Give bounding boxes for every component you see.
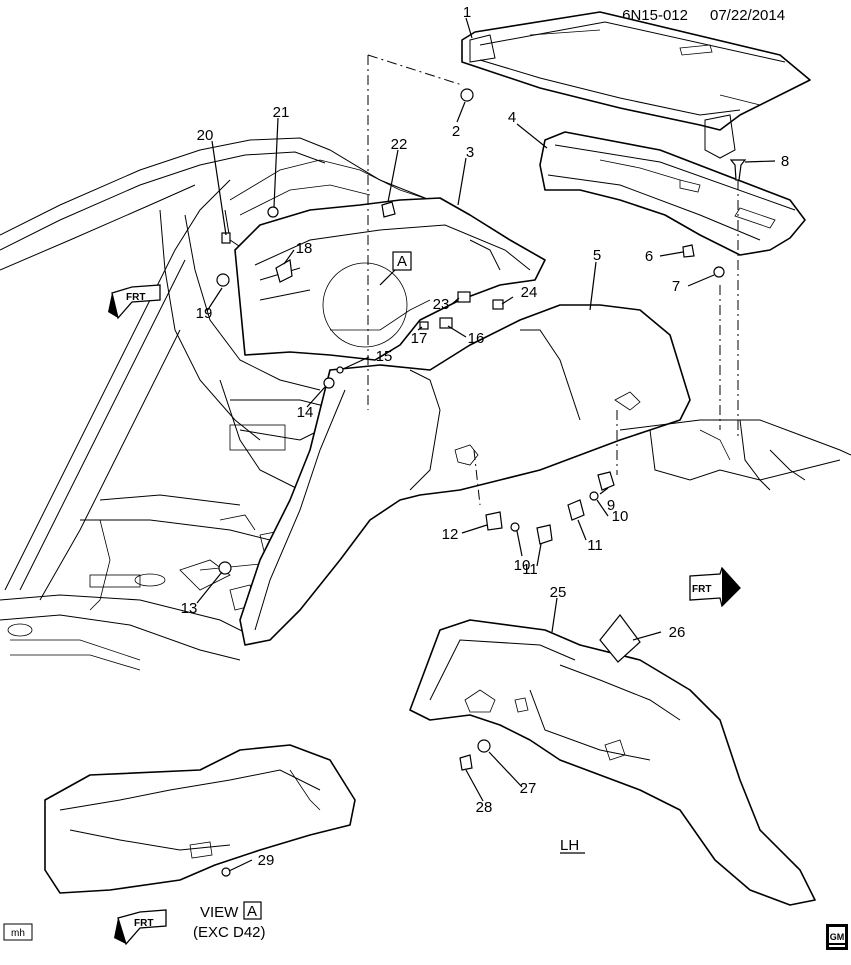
view-label-note: (EXC D42) [193, 924, 266, 941]
side-label: LH [560, 837, 579, 854]
logo-text: GM [830, 932, 845, 942]
callout-28: 28 [476, 799, 493, 816]
item-24-clip [492, 299, 504, 310]
item-27-clip [477, 739, 491, 753]
callout-5: 5 [593, 247, 601, 264]
callout-13: 13 [181, 600, 198, 617]
callout-6: 6 [645, 248, 653, 265]
rear-body-structure [619, 419, 851, 491]
callout-1: 1 [463, 4, 471, 21]
view-a-caption: VIEW A (EXC D42) [193, 901, 266, 941]
callout-3: 3 [466, 144, 474, 161]
corner-tag: mh [11, 928, 25, 939]
callout-19: 19 [196, 305, 213, 322]
item-2-clip [460, 88, 474, 102]
callout-9: 9 [607, 497, 615, 514]
callout-12: 12 [442, 526, 459, 543]
item-10-screw-b [510, 522, 520, 532]
item-6-clip [682, 244, 695, 258]
item-8-pin [729, 159, 747, 181]
item-1-cargo-cover [461, 11, 811, 159]
callout-26: 26 [669, 624, 686, 641]
doc-date: 07/22/2014 [710, 7, 785, 24]
callout-4: 4 [508, 109, 516, 126]
item-28-pin [459, 754, 473, 771]
callout-23: 23 [433, 296, 450, 313]
item-19-grommet [216, 273, 230, 287]
item-14-plug [323, 377, 335, 389]
frt-text-inset: FRT [134, 918, 153, 929]
item-5-quarter-trim [239, 304, 691, 646]
view-a-marker-letter: A [397, 253, 407, 270]
item-23-retainer [457, 291, 471, 303]
item-7-nut [713, 266, 725, 278]
callout-20: 20 [197, 127, 214, 144]
item-12-retainer [485, 511, 503, 531]
callout-8: 8 [781, 153, 789, 170]
item-25-lh-quarter-trim [409, 619, 816, 906]
front-arrow-right: FRT [689, 566, 741, 608]
body-shell [0, 137, 431, 671]
callout-22: 22 [391, 136, 408, 153]
item-15-fastener [336, 366, 344, 374]
callout-15: 15 [376, 348, 393, 365]
view-a-marker-box [392, 251, 412, 271]
item-13-grommet [218, 561, 232, 575]
item-29-fastener [221, 867, 231, 877]
callout-11-a: 11 [587, 537, 603, 554]
callout-17: 17 [411, 330, 428, 347]
item-11-cap-b [536, 524, 553, 545]
callout-11-b: 11 [522, 561, 538, 578]
callouts: 1 2 3 4 5 6 7 8 9 10 10 11 11 12 13 14 1… [181, 4, 790, 869]
item-10-screw-a [589, 491, 599, 501]
item-21-nut [267, 206, 279, 218]
callout-25: 25 [550, 584, 567, 601]
callout-14: 14 [297, 404, 314, 421]
leader-lines [196, 17, 776, 872]
item-9-bracket [597, 471, 615, 491]
callout-10-a: 10 [612, 508, 629, 525]
hardware [216, 88, 747, 877]
alignment-lines [367, 54, 739, 506]
item-22-bumper [381, 201, 396, 218]
view-label-letter: A [247, 903, 257, 920]
doc-id: 6N15-012 [622, 7, 688, 24]
front-arrow-left: FRT [108, 284, 161, 320]
frt-text-right: FRT [692, 584, 711, 595]
item-4-panel-trim [539, 131, 806, 256]
item-17-clip [419, 321, 429, 330]
callout-21: 21 [273, 104, 290, 121]
view-a-inset [44, 744, 356, 894]
frt-text-left: FRT [126, 292, 145, 303]
callout-24: 24 [521, 284, 538, 301]
callout-27: 27 [520, 780, 537, 797]
callout-16: 16 [468, 330, 485, 347]
gm-logo: GM [826, 924, 848, 950]
item-26-label [599, 614, 641, 663]
callout-18: 18 [296, 240, 313, 257]
front-arrow-inset: FRT [114, 909, 167, 946]
callout-2: 2 [452, 123, 460, 140]
callout-10-b: 10 [514, 557, 531, 574]
view-label-prefix: VIEW [200, 904, 239, 921]
callout-7: 7 [672, 278, 680, 295]
callout-29: 29 [258, 852, 275, 869]
item-11-cap-a [567, 499, 585, 521]
item-16-retainer [439, 317, 453, 329]
view-a-detail-circle [322, 262, 408, 348]
